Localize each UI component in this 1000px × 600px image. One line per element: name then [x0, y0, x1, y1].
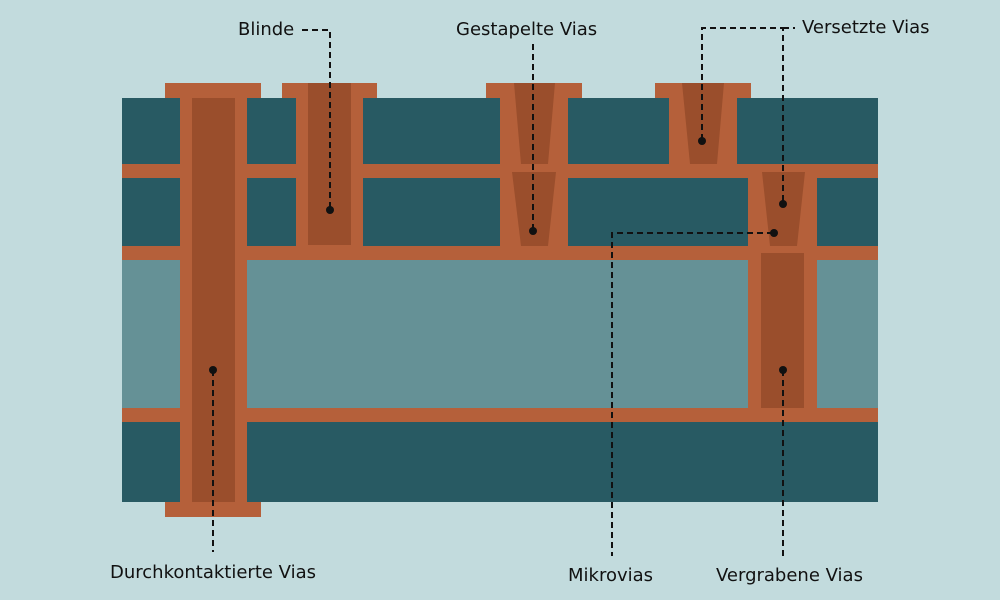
dot-stacked [529, 227, 537, 235]
label-staggered: Versetzte Vias [802, 17, 930, 38]
dot-staggered-upper [698, 137, 706, 145]
dot-blind [326, 206, 334, 214]
dot-micro [770, 229, 778, 237]
leader-micro [611, 232, 773, 556]
staggered-vias [655, 83, 830, 260]
blind-via [282, 83, 377, 260]
label-through: Durchkontaktierte Vias [110, 562, 317, 583]
leader-staggered [701, 27, 784, 204]
through-via-bottom-pad [165, 502, 261, 517]
label-buried: Vergrabene Vias [716, 565, 863, 586]
through-via-top-pad [165, 83, 261, 98]
label-blind: Blinde [238, 19, 295, 40]
dot-buried [779, 366, 787, 374]
dielectric-layer-4 [122, 422, 878, 502]
copper-layer-4 [122, 408, 878, 422]
label-stacked: Gestapelte Vias [456, 19, 598, 40]
label-micro: Mikrovias [568, 565, 654, 586]
dot-staggered-lower [779, 200, 787, 208]
buried-via [735, 246, 830, 422]
dot-through [209, 366, 217, 374]
